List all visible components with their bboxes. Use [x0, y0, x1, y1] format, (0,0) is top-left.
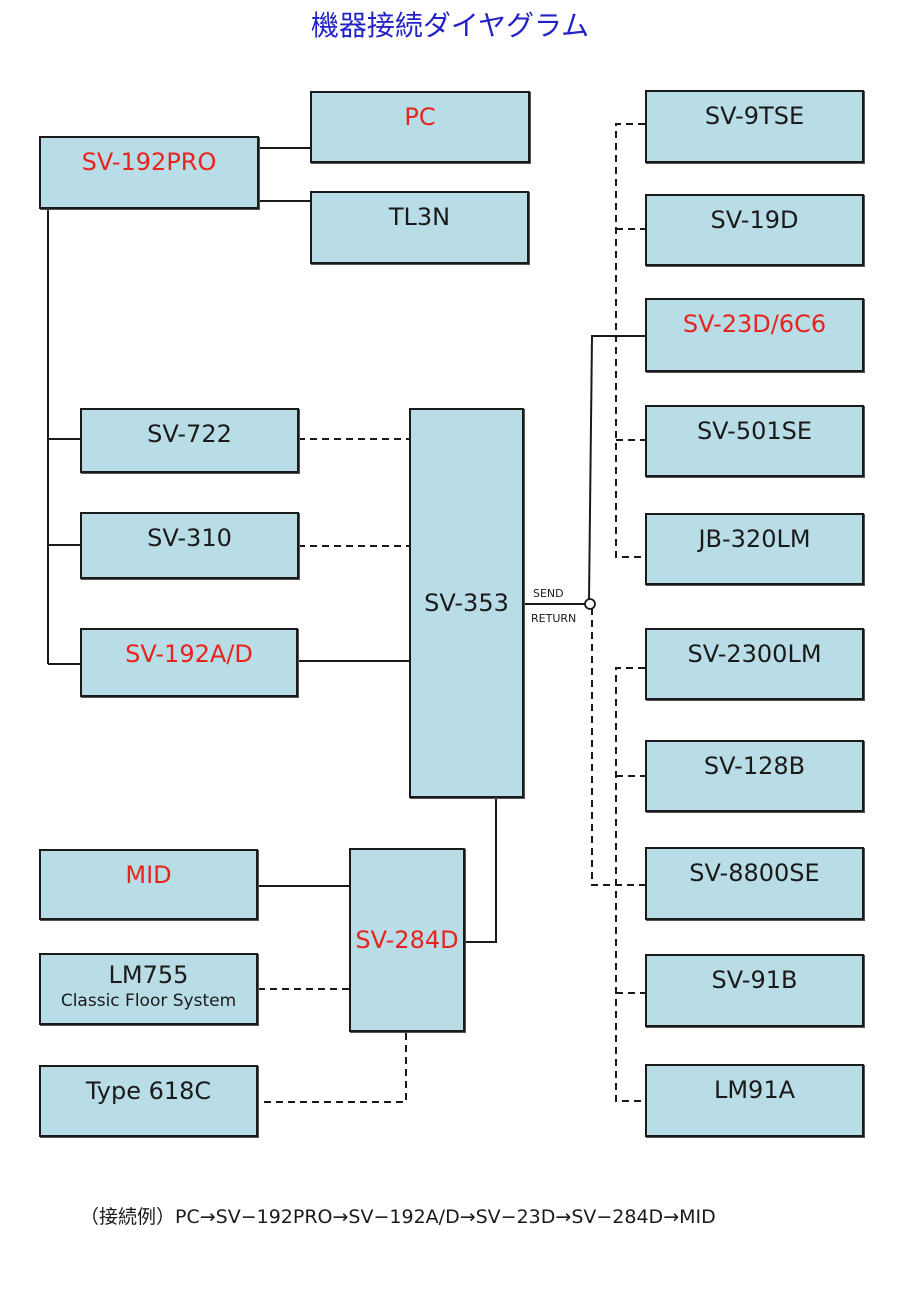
dash-type618c	[258, 1033, 407, 1103]
diagram-title: 機器接続ダイヤグラム	[310, 9, 590, 42]
device-sv-91b: SV-91B	[645, 954, 864, 1027]
device-label: MID	[125, 861, 172, 889]
device-sv-501se: SV-501SE	[645, 405, 864, 477]
line-sv353-sv284d	[465, 797, 497, 943]
device-label: SV-23D/6C6	[682, 310, 827, 338]
device-label: SV-9TSE	[704, 102, 805, 130]
send-label: SEND	[533, 587, 564, 600]
device-label: SV-353	[424, 589, 509, 617]
device-pc: PC	[310, 91, 530, 163]
device-sv-353: SV-353	[409, 408, 524, 798]
device-label: SV-128B	[703, 752, 806, 780]
device-jb-320lm: JB-320LM	[645, 513, 864, 585]
device-label: SV-8800SE	[689, 859, 820, 887]
device-label: JB-320LM	[698, 525, 811, 553]
device-label: LM91A	[713, 1076, 796, 1104]
device-sv-192ad: SV-192A/D	[80, 628, 298, 697]
device-label: PC	[404, 103, 436, 131]
device-sv-2300lm: SV-2300LM	[645, 628, 864, 700]
device-label: SV-19D	[710, 206, 799, 234]
device-sv-19d: SV-19D	[645, 194, 864, 266]
device-label: SV-310	[147, 524, 232, 552]
device-sublabel: Classic Floor System	[60, 991, 237, 1011]
device-label: SV-2300LM	[687, 640, 822, 668]
device-label: SV-284D	[355, 926, 459, 954]
device-label: SV-91B	[711, 966, 798, 994]
device-sv-23d-6c6: SV-23D/6C6	[645, 298, 864, 372]
device-sv-284d: SV-284D	[349, 848, 465, 1032]
device-sv-192pro: SV-192PRO	[39, 136, 259, 209]
device-label: SV-192A/D	[125, 640, 253, 668]
device-sv-310: SV-310	[80, 512, 299, 579]
device-label: LM755	[108, 961, 189, 989]
device-label: Type 618C	[85, 1077, 212, 1105]
device-lm91a: LM91A	[645, 1064, 864, 1137]
device-type-618c: Type 618C	[39, 1065, 258, 1137]
jack-icon	[584, 598, 596, 610]
device-sv-722: SV-722	[80, 408, 299, 473]
device-sv-9tse: SV-9TSE	[645, 90, 864, 163]
device-label: SV-501SE	[696, 417, 813, 445]
device-sv-8800se: SV-8800SE	[645, 847, 864, 920]
device-tl3n: TL3N	[310, 191, 529, 264]
connection-example: （接続例）PC→SV−192PRO→SV−192A/D→SV−23D→SV−28…	[80, 1206, 716, 1228]
dash-return	[591, 608, 645, 886]
device-label: SV-722	[147, 420, 232, 448]
device-label: SV-192PRO	[81, 148, 217, 176]
device-mid: MID	[39, 849, 258, 920]
device-label: TL3N	[388, 203, 451, 231]
return-label: RETURN	[531, 612, 577, 625]
dash-rail-upper	[615, 123, 645, 558]
device-sv-128b: SV-128B	[645, 740, 864, 812]
line-sv23d	[588, 335, 645, 601]
